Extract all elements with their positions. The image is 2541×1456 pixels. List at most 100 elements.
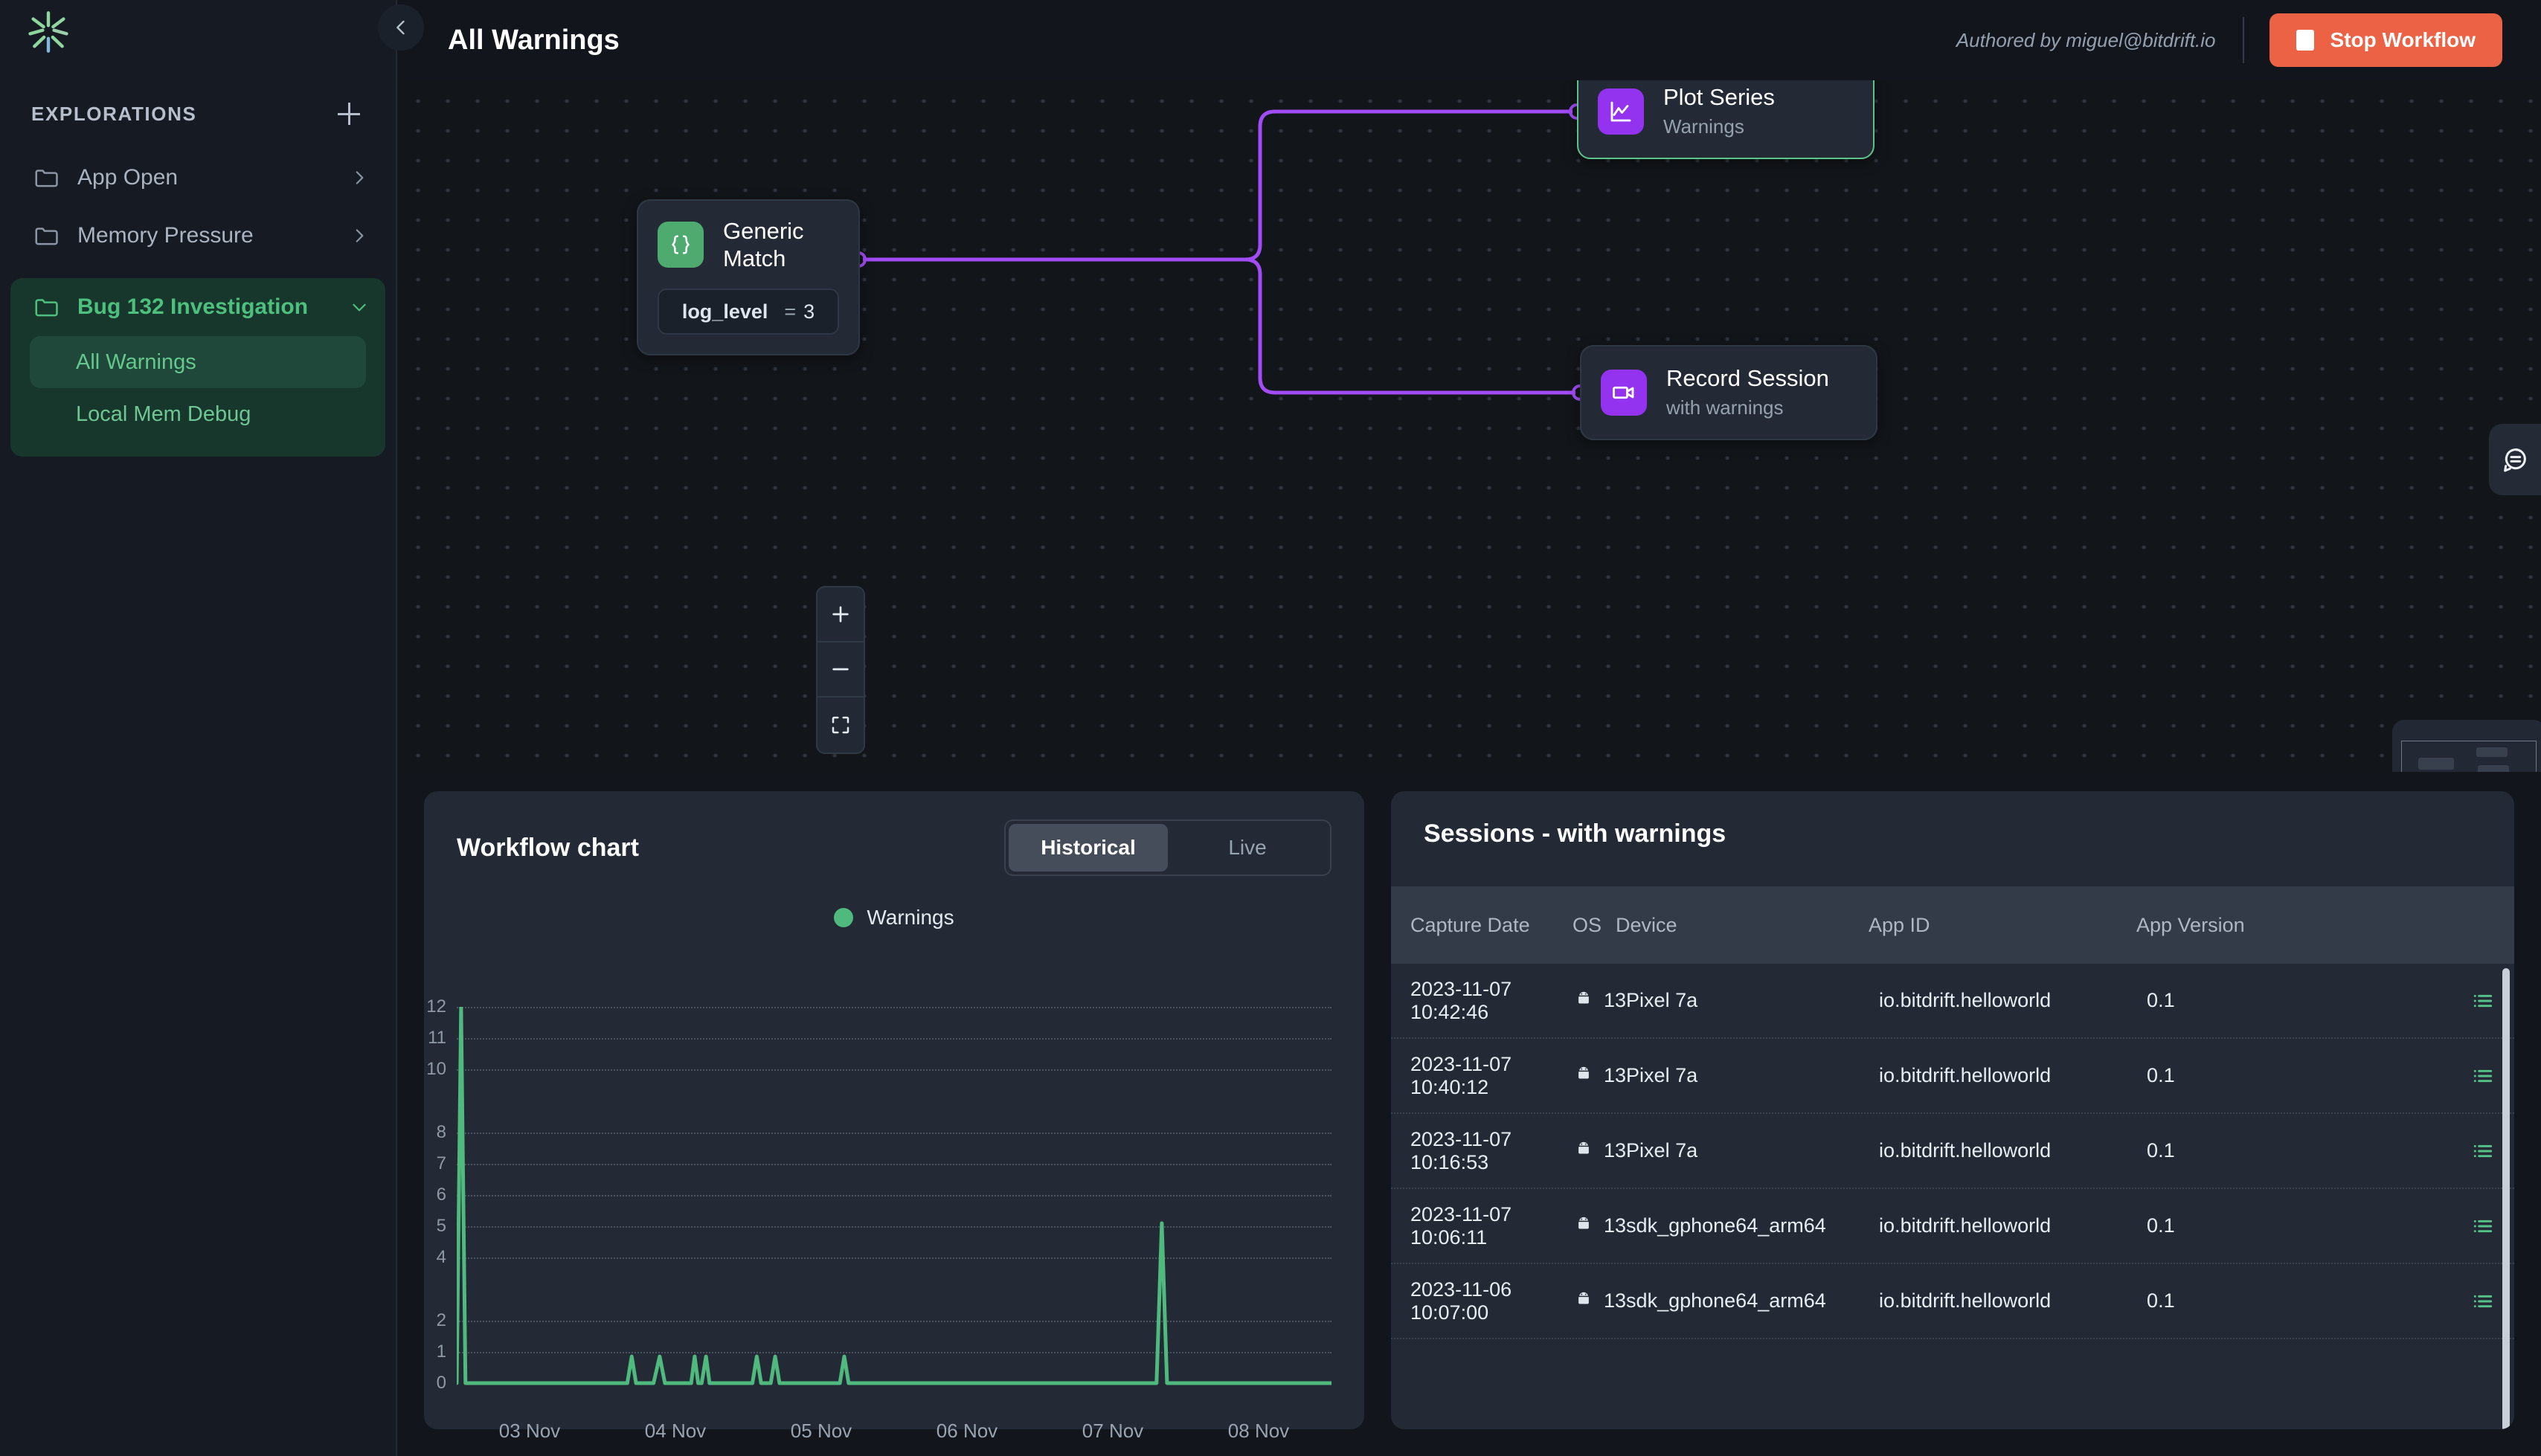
stop-workflow-label: Stop Workflow: [2330, 28, 2476, 51]
video-camera-icon: [1601, 370, 1647, 416]
workflow-node-plot-series[interactable]: Plot Series Warnings: [1577, 80, 1875, 159]
sidebar-collapse-button[interactable]: [378, 4, 424, 51]
minimap-viewport: [2401, 741, 2537, 772]
sidebar-item-memory-pressure[interactable]: Memory Pressure: [10, 207, 385, 265]
node-title: Generic Match: [723, 218, 804, 272]
cell-app-version: 0.1: [2147, 989, 2175, 1011]
column-header-device: Device: [1616, 913, 1677, 936]
cell-app-id: io.bitdrift.helloworld: [1879, 989, 2052, 1011]
sidebar-item-local-mem-debug[interactable]: Local Mem Debug: [76, 402, 251, 426]
minimap-node: [2418, 758, 2454, 770]
chart-gridline: [457, 1195, 1331, 1196]
sidebar-item-bug-132-investigation[interactable]: Bug 132 Investigation: [10, 278, 385, 336]
sidebar-item-all-warnings[interactable]: All Warnings: [30, 336, 366, 388]
cell-os-value: 13: [1604, 1139, 1627, 1162]
cell-device: sdk_gphone64_arm64: [1626, 1289, 1826, 1312]
row-action-list-lines-icon[interactable]: [2471, 1139, 2495, 1163]
chart-y-tick-label: 10: [426, 1059, 446, 1080]
chart-x-tick-label: 07 Nov: [1082, 1420, 1144, 1442]
chart-gridline: [457, 1007, 1331, 1008]
chart-x-tick-label: 06 Nov: [936, 1420, 998, 1442]
bitdrift-asterisk-logo-icon[interactable]: [22, 6, 74, 58]
sidebar-item-label: Memory Pressure: [77, 223, 254, 248]
braces-icon: [658, 222, 704, 268]
node-texts: Record Session with warnings: [1666, 364, 1829, 420]
chart-y-tick-label: 1: [436, 1341, 446, 1362]
column-header-app-version: App Version: [2136, 913, 2245, 936]
workflow-node-record-session[interactable]: Record Session with warnings: [1580, 345, 1877, 440]
zoom-out-button[interactable]: [817, 642, 864, 698]
stop-square-icon: [2296, 30, 2314, 51]
chart-gridline: [457, 1257, 1331, 1260]
chart-gridline: [457, 1351, 1331, 1353]
workflow-canvas[interactable]: Generic Match log_level = 3: [397, 80, 2541, 772]
line-chart-icon: [1598, 88, 1644, 135]
minimap-node: [2478, 765, 2509, 772]
cell-capture-date: 2023-11-07 10:16:53: [1410, 1127, 1512, 1173]
android-icon: [1573, 1287, 1595, 1315]
row-action-list-lines-icon[interactable]: [2471, 989, 2495, 1013]
row-action-list-lines-icon[interactable]: [2471, 1064, 2495, 1088]
cell-capture-date: 2023-11-07 10:42:46: [1410, 977, 1512, 1023]
sidebar-item-label: Bug 132 Investigation: [77, 294, 309, 319]
minimap-node: [2476, 747, 2508, 757]
sessions-table-body[interactable]: 2023-11-07 10:42:46 13 Pixel 7a io.bitdrift…: [1391, 964, 2514, 1429]
chevron-right-icon[interactable]: [350, 226, 369, 245]
top-bar: All Warnings Authored by miguel@bitdrift…: [397, 0, 2541, 80]
divider: [2242, 17, 2244, 63]
row-action-list-lines-icon[interactable]: [2471, 1289, 2495, 1313]
chart-x-tick-label: 08 Nov: [1227, 1420, 1290, 1442]
row-action-list-lines-icon[interactable]: [2471, 1214, 2495, 1238]
chart-x-tick-label: 03 Nov: [498, 1420, 561, 1442]
sidebar-item-app-open[interactable]: App Open: [10, 149, 385, 207]
add-exploration-plus-icon[interactable]: [333, 98, 364, 129]
cell-app-id: io.bitdrift.helloworld: [1879, 1289, 2052, 1312]
node-condition-chip: log_level = 3: [658, 289, 839, 335]
node-subtitle: with warnings: [1666, 396, 1784, 419]
chart-y-tick-label: 6: [436, 1185, 446, 1205]
node-title: Record Session: [1666, 365, 1829, 392]
explorations-tree: App Open Memory Pressure: [10, 149, 385, 457]
top-bar-right: Authored by miguel@bitdrift.io Stop Work…: [1956, 13, 2502, 67]
node-texts: Generic Match: [723, 217, 839, 272]
column-header-app-id: App ID: [1869, 913, 1930, 936]
sessions-table-header: Capture Date OS Device App ID App Versio…: [1391, 886, 2514, 964]
folder-icon: [33, 222, 61, 250]
tab-historical[interactable]: Historical: [1009, 824, 1168, 872]
cell-app-version: 0.1: [2147, 1139, 2175, 1162]
workflow-edges: [850, 103, 1588, 401]
sidebar-item-label: App Open: [77, 165, 179, 190]
canvas-minimap[interactable]: [2392, 720, 2541, 772]
cell-device: Pixel 7a: [1626, 1064, 1698, 1086]
legend-color-swatch: [834, 908, 854, 927]
cell-app-version: 0.1: [2147, 1064, 2175, 1086]
stop-workflow-button[interactable]: Stop Workflow: [2269, 13, 2502, 67]
cell-device: Pixel 7a: [1626, 989, 1698, 1011]
workflow-node-generic-match[interactable]: Generic Match log_level = 3: [637, 199, 860, 356]
cell-os: 13: [1573, 1287, 1626, 1315]
tab-live[interactable]: Live: [1228, 836, 1267, 859]
chevron-down-icon[interactable]: [350, 297, 369, 317]
fit-view-button[interactable]: [817, 698, 864, 753]
chevron-right-icon[interactable]: [350, 168, 369, 187]
authored-by-label: Authored by miguel@bitdrift.io: [1956, 28, 2216, 51]
android-icon: [1573, 987, 1595, 1014]
sessions-table-scrollbar[interactable]: [2502, 968, 2510, 1429]
android-icon: [1573, 1212, 1595, 1240]
android-icon: [1573, 1137, 1595, 1165]
cell-app-version: 0.1: [2147, 1214, 2175, 1237]
chart-mode-toggle: Historical Live: [1004, 819, 1331, 876]
cell-os: 13: [1573, 1137, 1626, 1165]
chart-y-tick-label: 8: [436, 1121, 446, 1142]
sessions-panel-title: Sessions - with warnings: [1424, 819, 1726, 848]
zoom-in-button[interactable]: [817, 587, 864, 642]
chat-bubble-button[interactable]: [2489, 424, 2541, 495]
sessions-panel: Sessions - with warnings Capture Date OS…: [1391, 791, 2514, 1429]
